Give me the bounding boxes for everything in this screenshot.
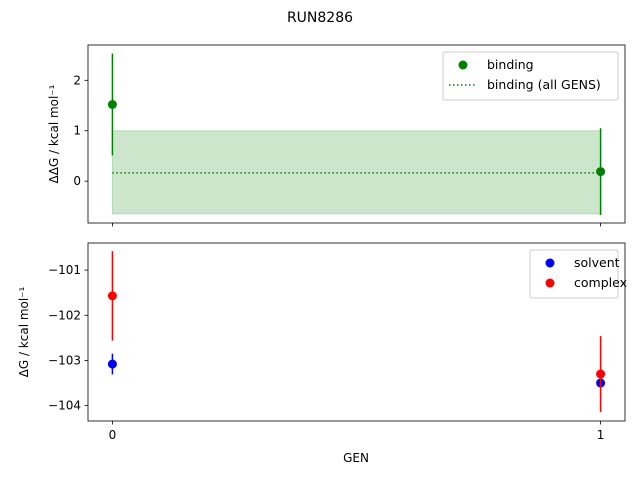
legend-point-marker xyxy=(545,258,555,268)
legend-label: complex xyxy=(574,275,627,290)
x-axis-label: GEN xyxy=(343,451,369,465)
solvent-point xyxy=(107,359,117,369)
legend-label: binding xyxy=(487,57,534,72)
top-axes: 0 1 2 binding binding (all GENS) xyxy=(73,44,626,227)
y-tick-label: 1 xyxy=(73,124,81,138)
legend-label: binding (all GENS) xyxy=(487,77,601,92)
bottom-axes: −101 −102 −103 −104 0 1 solvent complex xyxy=(48,242,627,442)
complex-point xyxy=(596,369,606,379)
axes-frame xyxy=(87,44,626,224)
binding-point xyxy=(107,100,117,110)
axes-frame xyxy=(87,242,626,422)
y-tick-label: −101 xyxy=(48,263,81,277)
y-tick-label: 0 xyxy=(73,174,81,188)
complex-point xyxy=(107,291,117,301)
x-tick-label: 1 xyxy=(597,428,605,442)
y-tick-label: −104 xyxy=(48,399,81,413)
y-tick-label: 2 xyxy=(73,73,81,87)
legend xyxy=(442,51,619,101)
top-ylabel: ΔΔG / kcal mol⁻¹ xyxy=(47,84,61,183)
figure-title: RUN8286 xyxy=(287,10,353,26)
bottom-ylabel: ΔG / kcal mol⁻¹ xyxy=(17,286,31,377)
y-tick-label: −102 xyxy=(48,308,81,322)
legend-label: solvent xyxy=(574,255,620,270)
legend-point-marker xyxy=(545,278,555,288)
x-tick-label: 0 xyxy=(109,428,117,442)
legend-point-marker xyxy=(458,60,468,70)
y-tick-label: −103 xyxy=(48,353,81,367)
binding-point xyxy=(596,167,606,177)
